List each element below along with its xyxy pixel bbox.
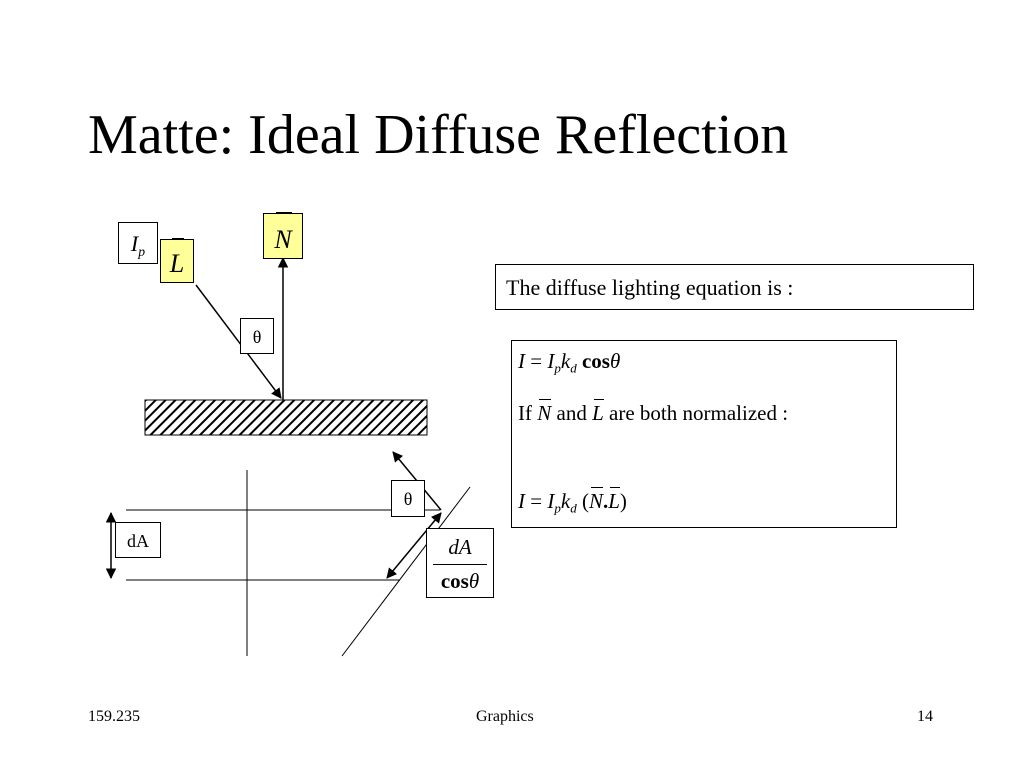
theta-label-bottom: θ: [391, 480, 425, 517]
eq2-N: N: [537, 399, 552, 425]
eq1-cos: cos: [581, 349, 610, 373]
eq3-open-paren: (: [581, 489, 589, 513]
ip-label-box: Ip: [118, 222, 158, 264]
eq2-if: If: [518, 401, 532, 425]
equations-box: I = Ipkd cosθ If N and L are both normal…: [511, 340, 897, 528]
eq3-k: k: [560, 489, 571, 513]
slide-title: Matte: Ideal Diffuse Reflection: [88, 104, 789, 166]
eq3-equals: =: [530, 489, 543, 513]
eq3-d: d: [570, 500, 577, 516]
eq1-I: I: [518, 349, 525, 373]
surface-hatched: [144, 399, 428, 436]
eq1-theta: θ: [609, 349, 621, 373]
fraction-denominator: cosθ: [427, 569, 493, 594]
l-vector-label: L: [160, 238, 194, 283]
equation-line-2: If N and L are both normalized :: [518, 399, 789, 426]
eq1-d: d: [570, 360, 577, 376]
eq2-rest: are both normalized :: [609, 401, 789, 425]
eq3-N: N: [588, 487, 603, 513]
light-vector: [195, 284, 282, 399]
eq3-p: p: [554, 500, 561, 516]
eq1-Ip: I: [547, 349, 555, 373]
theta-symbol: θ: [468, 569, 480, 593]
eq3-I: I: [518, 489, 525, 513]
fraction-bar: [433, 564, 487, 565]
equation-line-1: I = Ipkd cosθ: [518, 349, 620, 377]
da-cos-arrow: [386, 512, 442, 579]
ip-sub: p: [138, 243, 146, 259]
footer-subject: Graphics: [476, 708, 534, 725]
eq3-Ip: I: [547, 489, 555, 513]
n-vector-label: N: [263, 212, 303, 259]
equation-intro-box: The diffuse lighting equation is :: [495, 264, 974, 310]
l-symbol: L: [170, 238, 185, 288]
theta-label-top: θ: [240, 318, 274, 354]
eq1-equals: =: [530, 349, 543, 373]
da-label-box: dA: [115, 522, 161, 558]
eq2-and: and: [556, 401, 587, 425]
footer-course-code: 159.235: [88, 708, 140, 725]
eq3-L: L: [608, 487, 620, 513]
eq3-close-paren: ): [619, 489, 627, 513]
eq3-dot: .: [602, 489, 609, 513]
da-over-cos-box: dA cosθ: [426, 528, 494, 598]
n-symbol: N: [274, 212, 293, 266]
eq2-L: L: [592, 399, 604, 425]
eq1-p: p: [554, 360, 561, 376]
ip-base: I: [130, 231, 139, 256]
cos-text: cos: [440, 569, 469, 593]
equation-line-3: I = Ipkd (N.L): [518, 487, 627, 517]
eq1-k: k: [560, 349, 571, 373]
footer-page-number: 14: [917, 708, 933, 725]
fraction-numerator: dA: [448, 535, 472, 559]
